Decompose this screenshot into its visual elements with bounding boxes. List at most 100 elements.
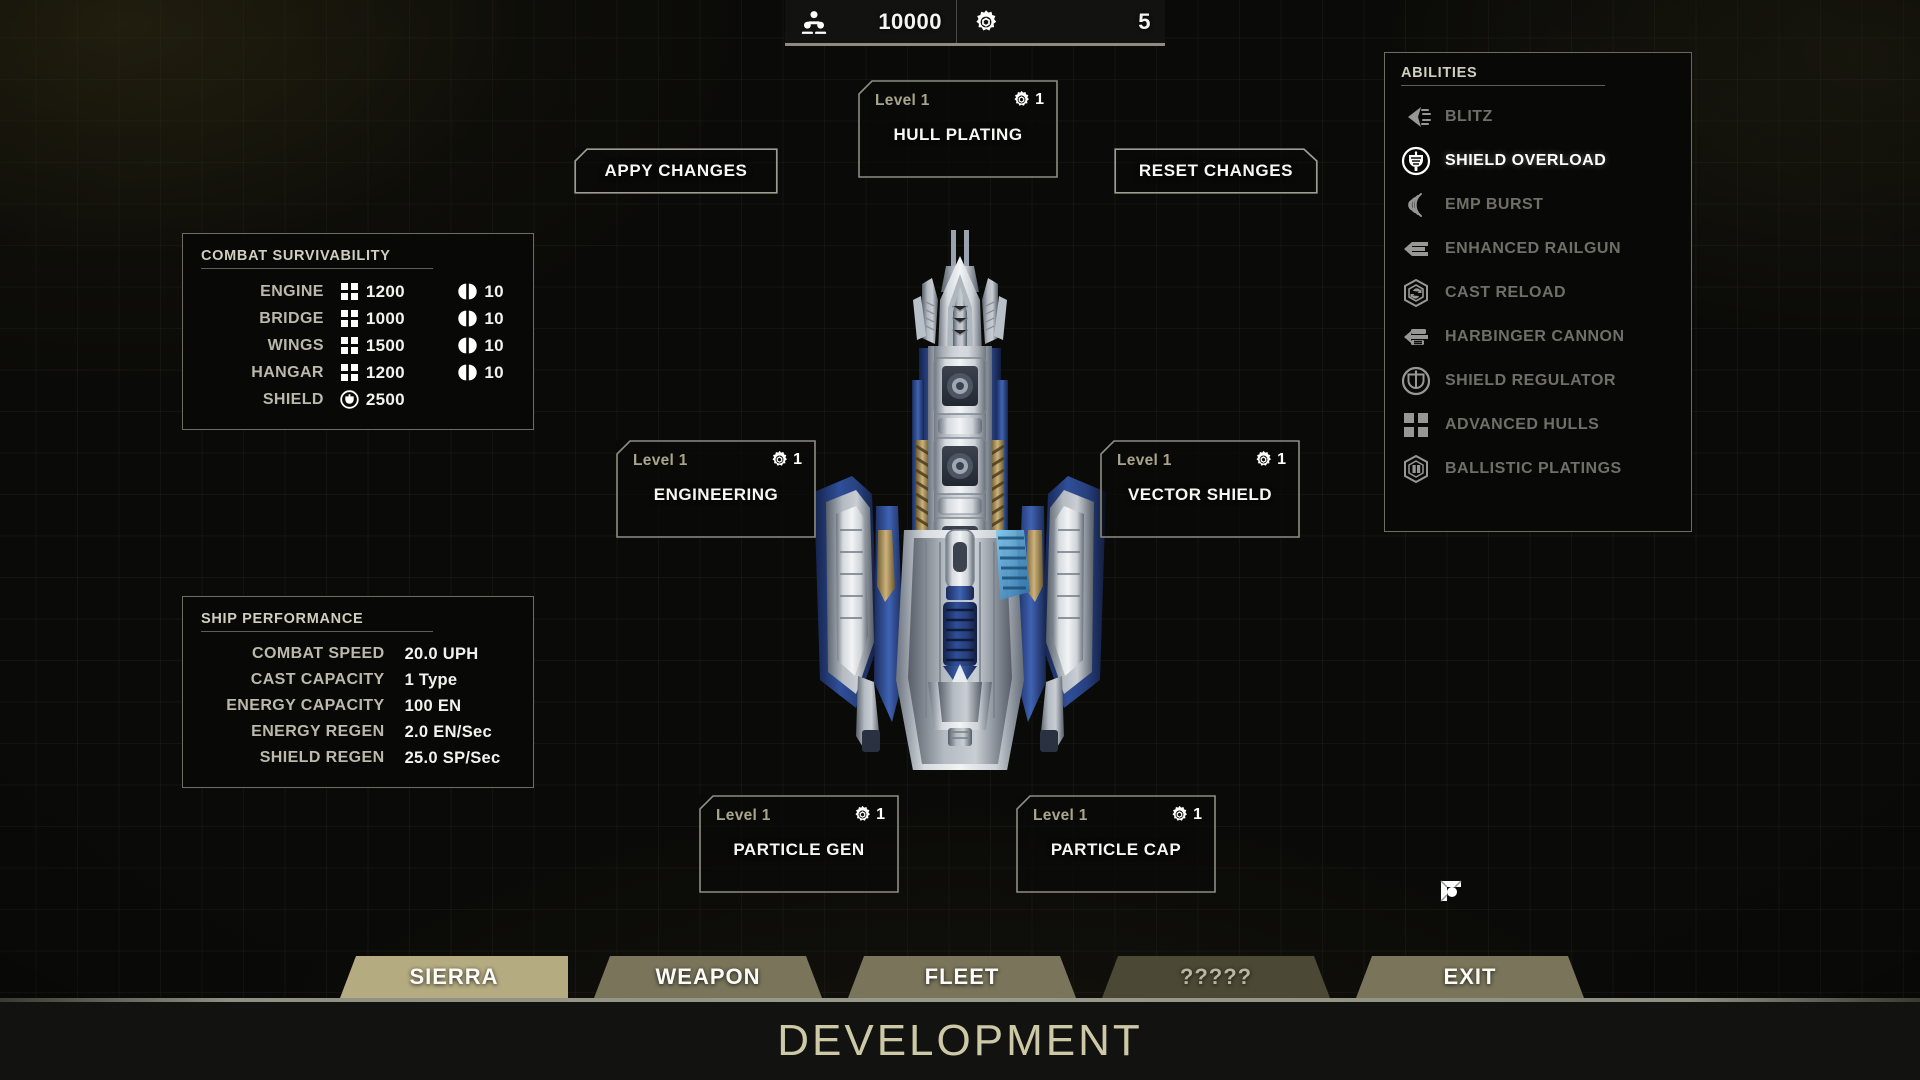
tab-unknown-label: ????? [1179,964,1253,989]
ability-label: ENHANCED RAILGUN [1445,240,1621,257]
apply-changes-label: APPY CHANGES [604,161,748,180]
resource-crew-value: 10000 [878,8,942,34]
gear-icon [1256,450,1272,466]
apply-changes-button[interactable]: APPY CHANGES [574,148,778,194]
ability-label: CAST RELOAD [1445,284,1567,301]
ability-label: ADVANCED HULLS [1445,416,1600,433]
shield-regulator-icon [1401,366,1431,396]
stat-value: 2.0 EN/Sec [404,722,492,741]
bottom-tab-bar: SIERRA WEAPON FLEET ????? EXIT [0,956,1920,998]
table-row: HANGAR 1200 10 [201,359,515,386]
resource-tech-value: 5 [1138,8,1151,34]
table-row: ENERGY REGEN 2.0 EN/Sec [201,719,515,745]
gear-icon [1172,805,1188,821]
tab-exit[interactable]: EXIT [1356,956,1584,998]
ability-item-emp-burst[interactable]: EMP BURST [1401,183,1677,227]
ability-item-ballistic-platings[interactable]: BALLISTIC PLATINGS [1401,447,1677,491]
module-name: ENGINEERING [653,485,779,504]
stat-value: 25.0 SP/Sec [404,748,501,767]
blitz-icon [1408,107,1431,127]
stat-value: 100 EN [404,696,462,715]
module-cost: 1 [1254,450,1286,469]
module-level: Level 1 [716,807,771,824]
module-cost: 1 [770,450,802,469]
tab-sierra[interactable]: SIERRA [340,956,568,998]
module-cost-value: 1 [793,450,802,468]
armor-value: 10 [484,281,504,301]
stat-label: ENERGY REGEN [251,723,385,740]
stat-label: CAST CAPACITY [250,671,385,688]
module-cost-value: 1 [876,805,885,823]
module-cost-value: 1 [1193,805,1202,823]
stat-label: HANGAR [251,363,324,381]
armor-split-icon [458,332,484,359]
emp-burst-icon [1408,193,1422,217]
corner-bracket-cursor-icon [1437,877,1469,909]
hull-value: 1500 [365,335,405,355]
ability-label: BLITZ [1445,108,1493,125]
ability-item-blitz[interactable]: BLITZ [1401,95,1677,139]
tab-weapon-label: WEAPON [655,964,761,989]
ability-item-advanced-hulls[interactable]: ADVANCED HULLS [1401,403,1677,447]
module-card-particle-cap[interactable]: Level 1 1 PARTICLE CAP [1016,795,1216,893]
gear-icon [976,9,997,30]
ballistic-platings-icon [1404,454,1428,484]
module-card-hull-plating[interactable]: Level 1 1 HULL PLATING [858,80,1058,178]
table-row: COMBAT SPEED 20.0 UPH [201,641,515,667]
abilities-panel: ABILITIES BLITZ SHIELD OVERLOAD [1384,52,1692,532]
empty-cell [458,386,484,413]
ability-label: EMP BURST [1445,196,1544,213]
shield-value: 2500 [365,389,405,409]
resource-crew: 10000 [785,0,957,43]
reset-changes-button[interactable]: RESET CHANGES [1114,148,1318,194]
gear-icon [855,805,871,821]
hull-grid-icon [340,305,366,332]
table-row: ENERGY CAPACITY 100 EN [201,693,515,719]
ability-item-shield-regulator[interactable]: SHIELD REGULATOR [1401,359,1677,403]
hull-value: 1000 [365,308,405,328]
module-name: PARTICLE GEN [733,840,865,859]
module-level: Level 1 [875,92,930,109]
module-level: Level 1 [1117,452,1172,469]
reset-changes-label: RESET CHANGES [1138,161,1294,180]
table-row: ENGINE 1200 10 [201,278,515,305]
tab-fleet[interactable]: FLEET [848,956,1076,998]
survivability-table: ENGINE 1200 10 BRIDGE 1000 10 [201,278,515,413]
ability-item-harbinger-cannon[interactable]: HARBINGER CANNON [1401,315,1677,359]
resource-bar: 10000 5 [785,0,1165,46]
ability-item-shield-overload[interactable]: SHIELD OVERLOAD [1401,139,1677,183]
module-card-particle-gen[interactable]: Level 1 1 PARTICLE GEN [699,795,899,893]
panel-title: COMBAT SURVIVABILITY [201,248,515,269]
module-name: VECTOR SHIELD [1127,485,1273,504]
stat-label: WINGS [267,336,324,354]
table-row: SHIELD 2500 [201,386,515,413]
module-name: HULL PLATING [893,125,1023,144]
module-cost: 1 [1012,90,1044,109]
ability-label: SHIELD REGULATOR [1445,372,1616,389]
module-level: Level 1 [1033,807,1088,824]
module-cost-value: 1 [1277,450,1286,468]
module-cost: 1 [1170,805,1202,824]
tab-sierra-label: SIERRA [409,964,499,989]
ability-item-enhanced-railgun[interactable]: ENHANCED RAILGUN [1401,227,1677,271]
stat-label: COMBAT SPEED [252,645,385,662]
performance-table: COMBAT SPEED 20.0 UPH CAST CAPACITY 1 Ty… [201,641,515,771]
tab-weapon[interactable]: WEAPON [594,956,822,998]
tab-exit-label: EXIT [1443,964,1497,989]
armor-value: 10 [484,335,504,355]
hull-value: 1200 [365,281,405,301]
module-cost: 1 [853,805,885,824]
armor-value: 10 [484,362,504,382]
module-card-vector-shield[interactable]: Level 1 1 VECTOR SHIELD [1100,440,1300,538]
ability-label: HARBINGER CANNON [1445,328,1625,345]
shield-orb-icon [340,386,366,413]
module-card-engineering[interactable]: Level 1 1 ENGINEERING [616,440,816,538]
empty-value [484,386,515,413]
tab-unknown[interactable]: ????? [1102,956,1330,998]
armor-split-icon [458,278,484,305]
ability-item-cast-reload[interactable]: CAST RELOAD [1401,271,1677,315]
stat-label: ENERGY CAPACITY [226,697,385,714]
tab-fleet-label: FLEET [924,964,1000,989]
resource-tech: 5 [957,0,1165,43]
shield-overload-icon [1401,146,1431,176]
